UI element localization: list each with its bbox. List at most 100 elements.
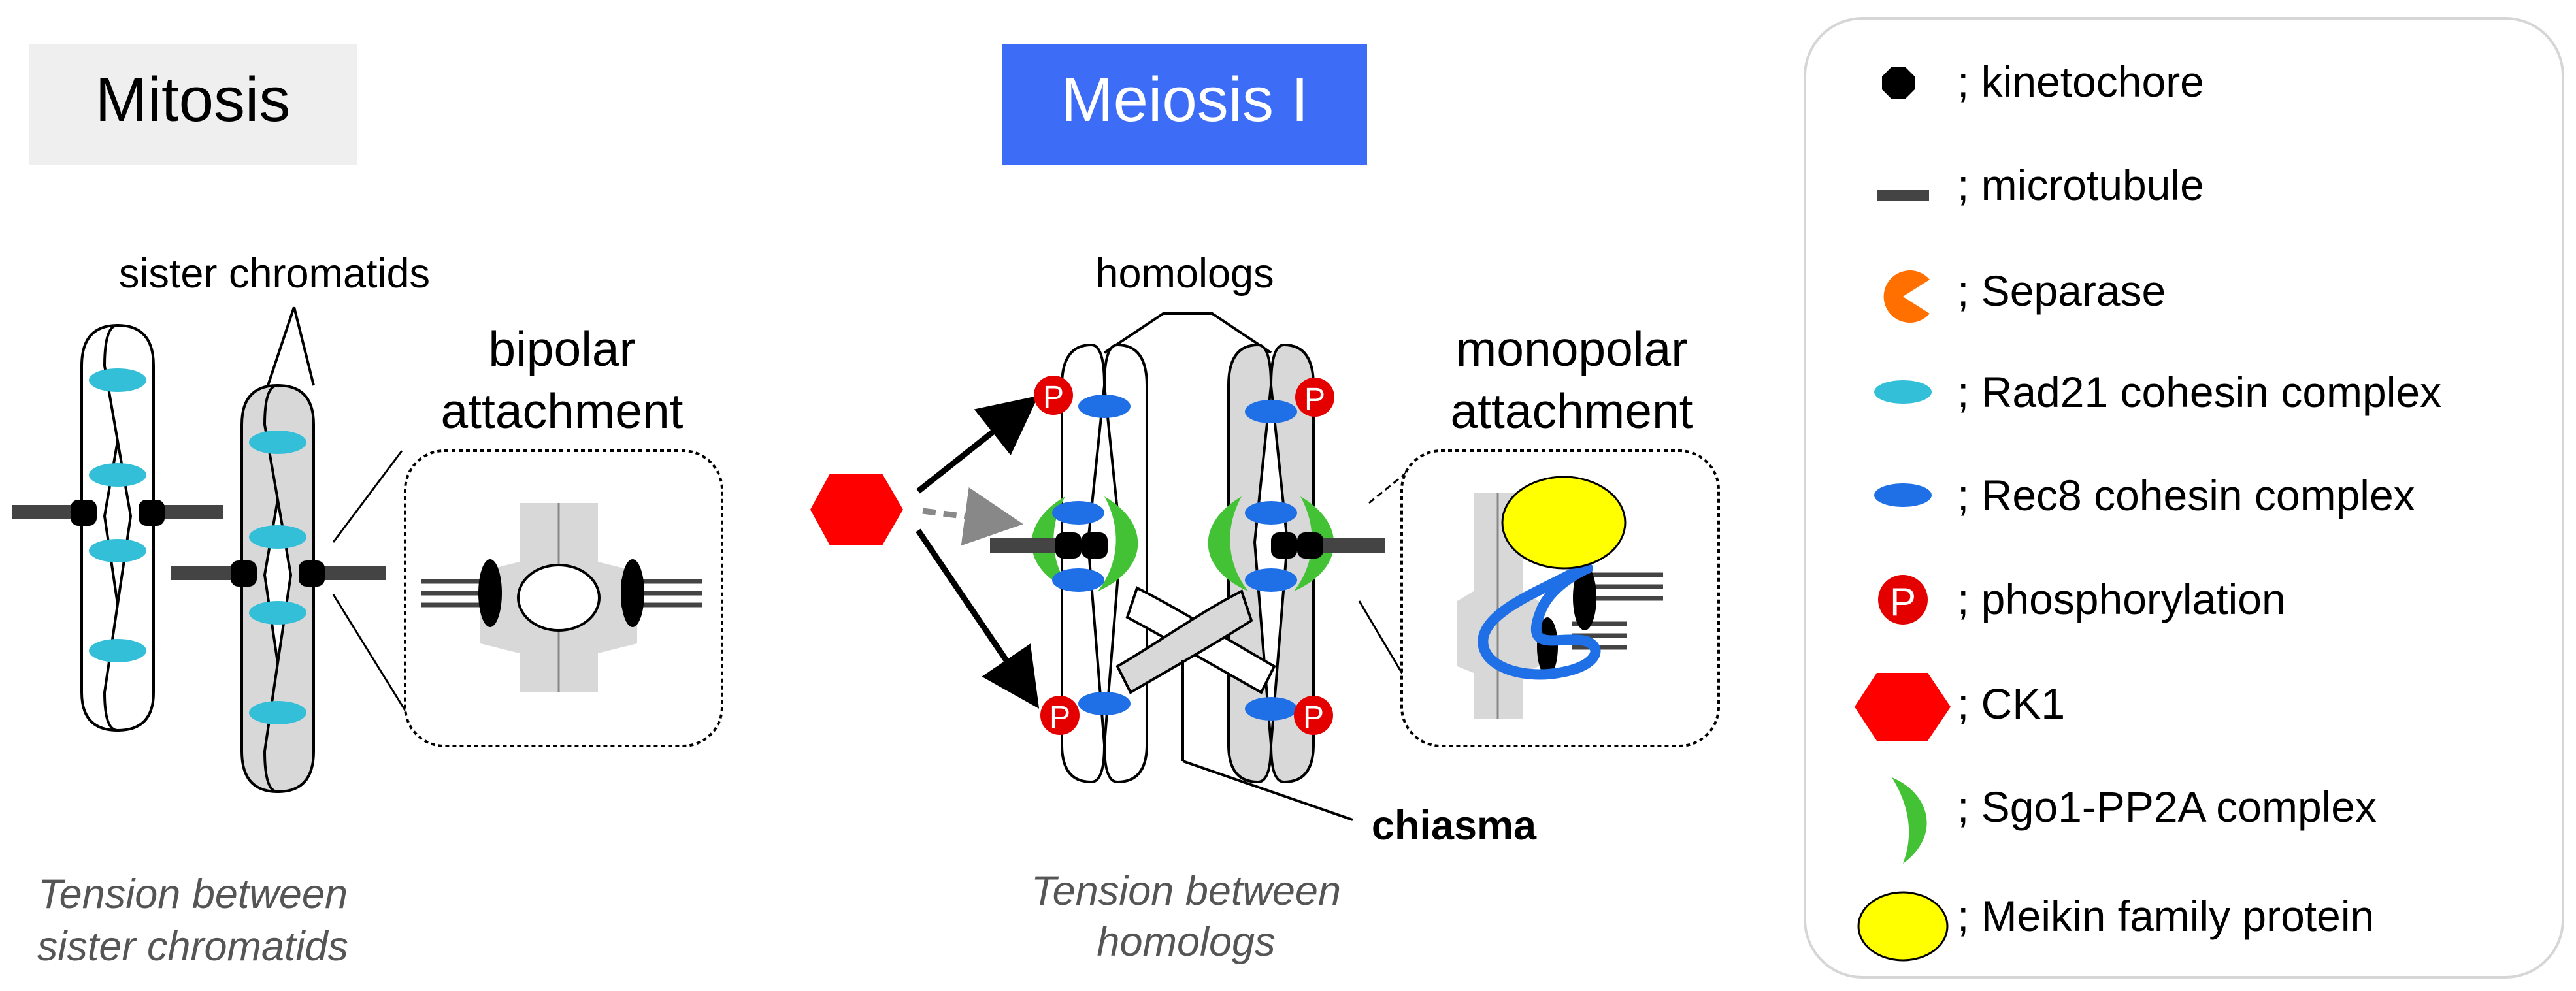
rad21-cohesin [89,368,146,392]
legend-label: ; phosphorylation [1957,575,2286,623]
kinetochore [621,559,644,627]
kinetochore [1297,532,1323,559]
phospho-symbol: P [1890,580,1916,624]
phospho-symbol: P [1049,700,1070,735]
mitosis-title: Mitosis [95,65,291,135]
phospho-symbol: P [1304,382,1325,417]
separase-icon [1883,270,1930,323]
legend-item-phosphorylation: P ; phosphorylation [1878,575,2286,625]
legend-item-kinetochore: ; kinetochore [1882,57,2204,106]
phospho-symbol: P [1043,380,1064,415]
phosphorylation-marker: P [1034,376,1073,415]
chromatid [103,323,155,732]
mitosis-panel: Mitosis sister chromatids [12,44,723,969]
phosphorylation-marker: P [1040,696,1080,735]
rad21-cohesin [249,525,306,549]
ck1-arrow-upper [916,395,1039,494]
kinetochore [1055,532,1082,559]
kinetochore [1082,532,1108,559]
kinetochore-icon [1882,67,1915,99]
rec8-cohesin [1245,501,1297,525]
legend-item-meikin: ; Meikin family protein [1857,891,2374,962]
kinetochore [299,560,325,587]
legend-label: ; microtubule [1957,161,2204,209]
mitosis-title-box [29,44,357,165]
mitosis-caption-line2: sister chromatids [37,924,348,969]
kinetochore [71,500,97,526]
legend-label: ; Rec8 cohesin complex [1957,471,2415,519]
kinetochore [1573,565,1596,630]
legend-frame [1804,17,2564,979]
rec8-cohesin [1078,692,1131,715]
monopolar-label: monopolar [1456,321,1687,376]
legend-item-rec8: ; Rec8 cohesin complex [1874,471,2415,519]
rec8-cohesin-icon [1874,483,1932,507]
sister-chromatids-label: sister chromatids [119,251,430,297]
legend-label: ; CK1 [1957,679,2065,728]
mitosis-chromosome-gray [171,383,386,794]
ck1-icon [1855,673,1951,741]
meiosis-panel: Meiosis I homologs [810,44,1720,965]
centromere-gap [517,564,601,632]
mitosis-chromosome-white [12,323,223,732]
chiasma-crossover [1115,586,1276,694]
legend-label: ; Separase [1957,267,2166,315]
attachment-label: attachment [440,383,683,438]
rad21-cohesin [249,601,306,625]
rec8-cohesin [1245,568,1297,592]
rad21-cohesin [249,701,306,724]
rad21-cohesin [89,539,146,562]
rad21-cohesin [89,639,146,662]
rec8-cohesin [1078,395,1131,418]
bipolar-inset [404,449,723,747]
bipolar-label: bipolar [488,321,635,376]
kinetochore [1271,532,1297,559]
sgo1-pp2a [1208,496,1248,591]
meiosis-caption-line1: Tension between [1031,868,1341,914]
kinetochore [1537,617,1558,676]
legend-item-separase: ; Separase [1883,267,2166,323]
sgo1-pp2a [1098,496,1138,591]
rad21-cohesin [89,463,146,487]
phosphorylation-marker: P [1295,378,1334,417]
rec8-cohesin [1052,568,1104,592]
rad21-cohesin-icon [1874,380,1932,404]
zoom-line [332,450,403,543]
monopolar-inset [1400,449,1720,747]
legend-item-rad21: ; Rad21 cohesin complex [1874,368,2441,416]
legend-item-sgo1: ; Sgo1-PP2A complex [1892,777,2377,864]
phosphorylation-icon [1878,575,1928,625]
meiosis-title: Meiosis I [1061,65,1309,135]
legend-item-ck1: ; CK1 [1855,673,2065,741]
microtubule-icon [1877,190,1929,201]
legend-item-microtubule: ; microtubule [1877,161,2204,209]
rec8-cohesin-ring [1478,563,1601,680]
legend-label: ; Rad21 cohesin complex [1957,368,2441,416]
meiosis-caption-line2: homologs [1097,919,1275,965]
legend: ; kinetochore ; microtubule ; Separase ;… [1804,17,2564,979]
meikin-icon [1857,891,1949,962]
sister-pointer-line [293,306,315,386]
crossover-arm [1115,589,1253,694]
legend-label: ; Meikin family protein [1957,892,2374,940]
attachment-label: attachment [1450,383,1693,438]
phosphorylation-marker: P [1294,696,1333,735]
chiasma-label: chiasma [1372,803,1537,849]
kinetochore [231,560,257,587]
meikin-protein [1501,476,1627,570]
zoom-line [332,594,420,732]
sgo1-pp2a-icon [1892,777,1927,864]
ck1-arrow-middle [922,487,1023,546]
chiasma-pointer [1182,760,1353,821]
homologs-pointer [1103,312,1272,354]
rec8-cohesin [1245,400,1297,423]
chromatid [1269,343,1315,784]
legend-label: ; Sgo1-PP2A complex [1957,783,2377,831]
legend-label: ; kinetochore [1957,57,2204,106]
sister-pointer-line [267,306,295,386]
chromatid [263,383,315,794]
ck1-arrow-lower [916,528,1040,709]
rec8-cohesin [1245,697,1297,721]
kinetochore [139,500,165,526]
